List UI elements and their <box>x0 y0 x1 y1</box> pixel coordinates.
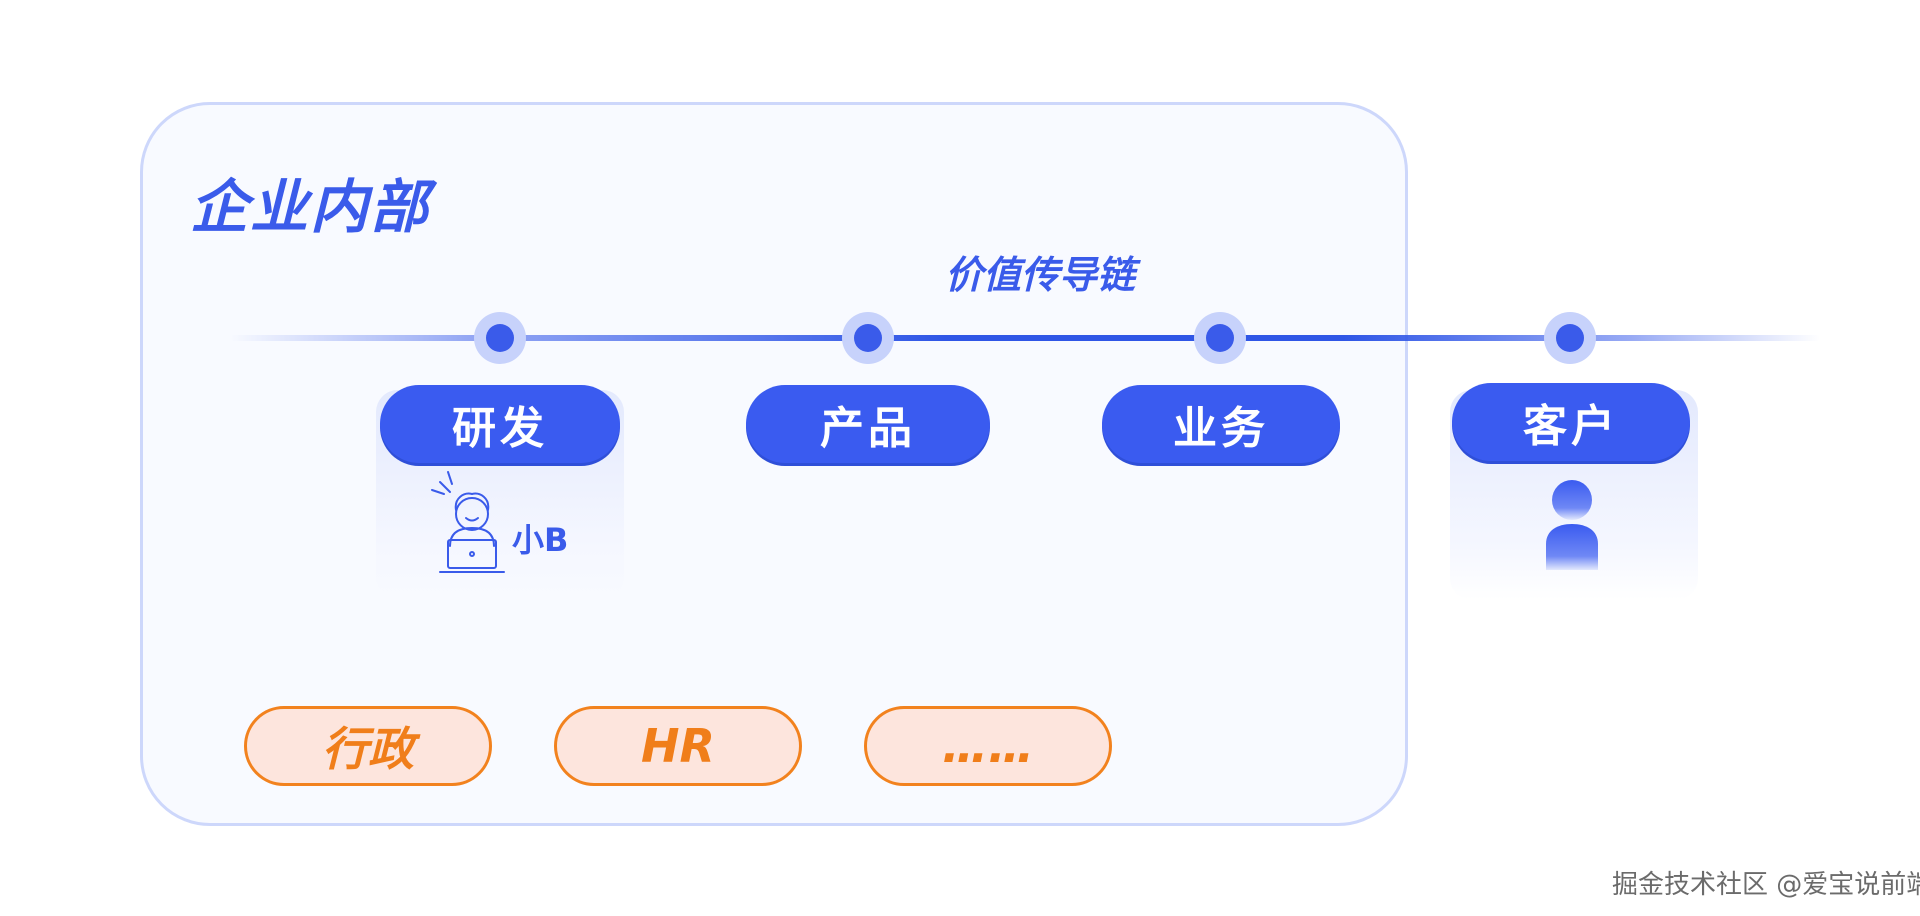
developer-label: 小B <box>512 521 569 559</box>
chain-node-product <box>842 312 894 364</box>
pill-more: …… <box>864 706 1112 786</box>
value-chain-label: 价值传导链 <box>944 253 1135 297</box>
customer-person-icon <box>1546 480 1598 570</box>
chain-node-business <box>1194 312 1246 364</box>
container-title: 企业内部 <box>190 173 431 241</box>
chain-node-customer <box>1544 312 1596 364</box>
pill-customer: 客户 <box>1452 383 1690 461</box>
value-chain-line <box>230 335 1820 341</box>
pill-business: 业务 <box>1102 385 1340 463</box>
pill-admin: 行政 <box>244 706 492 786</box>
enterprise-container <box>140 102 1408 826</box>
watermark-text: 掘金技术社区 @爱宝说前端 <box>1612 870 1920 900</box>
pill-rd: 研发 <box>380 385 620 463</box>
pill-hr: HR <box>554 706 802 786</box>
developer-illustration-icon <box>431 471 505 573</box>
pill-product: 产品 <box>746 385 990 463</box>
chain-node-rd <box>474 312 526 364</box>
